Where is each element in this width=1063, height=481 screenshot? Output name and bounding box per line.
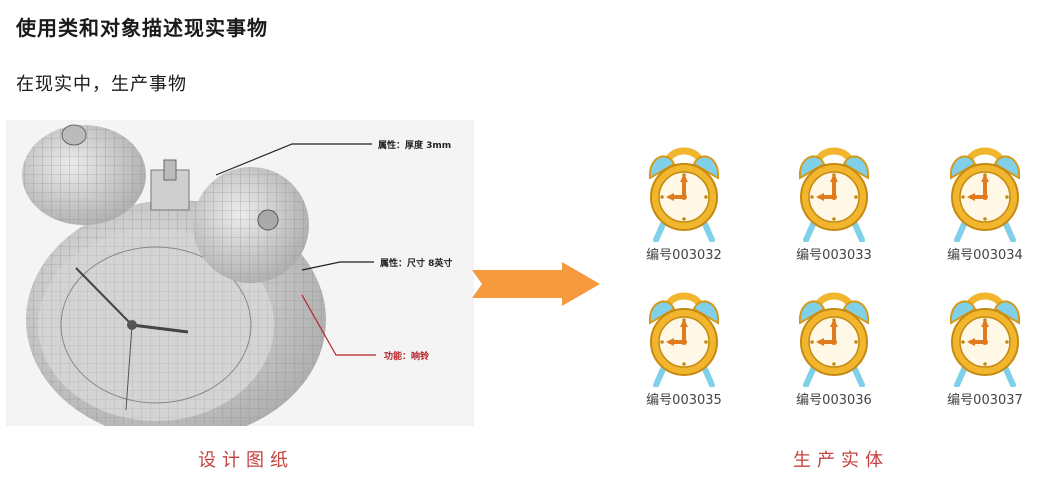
product-item: 编号003032	[634, 142, 734, 263]
product-item: 编号003036	[784, 287, 884, 408]
alarm-clock-icon	[947, 142, 1023, 242]
alarm-clock-icon	[947, 287, 1023, 387]
product-id: 编号003037	[947, 393, 1023, 408]
design-drawing-panel: 属性：厚度 3mm 属性：尺寸 8英寸 功能：响铃	[6, 120, 474, 426]
product-id: 编号003032	[646, 248, 722, 263]
alarm-clock-icon	[796, 142, 872, 242]
annotation-thickness: 属性：厚度 3mm	[378, 141, 452, 151]
product-id: 编号003033	[796, 248, 872, 263]
annotation-function: 功能：响铃	[384, 352, 430, 362]
page-title: 使用类和对象描述现实事物	[16, 16, 268, 40]
alarm-clock-icon	[796, 287, 872, 387]
alarm-clock-icon	[646, 142, 722, 242]
product-id: 编号003036	[796, 393, 872, 408]
product-item: 编号003034	[935, 142, 1035, 263]
design-caption: 设计图纸	[198, 450, 294, 471]
product-item: 编号003037	[935, 287, 1035, 408]
wireframe-alarm-clock-drawing	[22, 124, 376, 426]
annotation-size: 属性：尺寸 8英寸	[380, 259, 453, 269]
alarm-clock-icon	[646, 287, 722, 387]
product-id: 编号003035	[646, 393, 722, 408]
page-subtitle: 在现实中，生产事物	[16, 74, 187, 95]
products-caption: 生产实体	[793, 450, 889, 471]
product-id: 编号003034	[947, 248, 1023, 263]
right-arrow-icon	[472, 262, 600, 306]
product-item: 编号003035	[634, 287, 734, 408]
product-item: 编号003033	[784, 142, 884, 263]
